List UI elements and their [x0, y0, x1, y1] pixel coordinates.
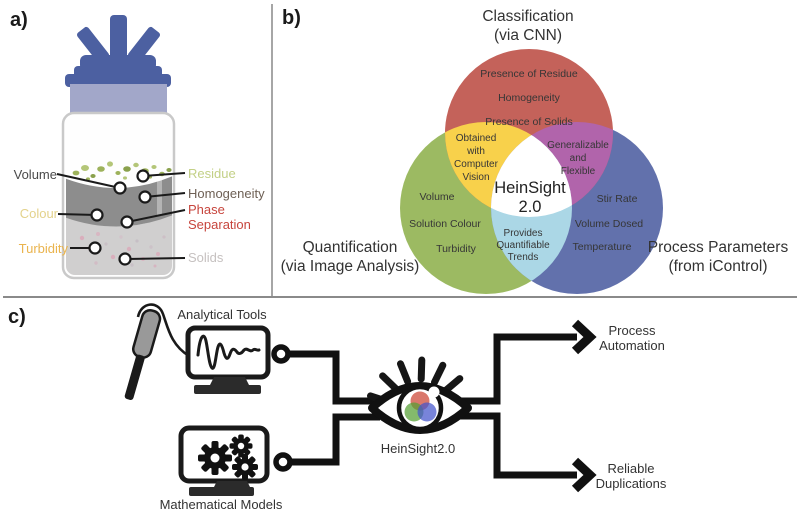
venn-item-volume: Volume	[419, 191, 454, 203]
waveform-icon	[196, 334, 261, 370]
panel-b-venn-diagram: b) Classification (via CNN) Quantificati…	[281, 7, 789, 294]
venn-item-stir-rate: Stir Rate	[597, 193, 638, 205]
label-phase-separation-1: Phase	[188, 202, 225, 217]
venn-title-quantification-1: Quantification	[303, 239, 398, 256]
venn-center-region	[491, 122, 572, 217]
callout-lines	[56, 172, 186, 260]
heinsight-eye-icon	[367, 356, 472, 434]
venn-title-classification-1: Classification	[482, 8, 573, 25]
label-heinsight: HeinSight2.0	[381, 441, 455, 456]
venn-item-temperature: Temperature	[573, 241, 632, 253]
venn-overlap-text-generalizable: Generalizable	[547, 140, 609, 151]
venn-title-quantification-2: (via Image Analysis)	[281, 258, 420, 275]
venn-overlap-text-flexible: Flexible	[561, 166, 596, 177]
venn-item-turbidity: Turbidity	[436, 243, 477, 255]
label-turbidity: Turbidity	[19, 241, 69, 256]
label-mathematical-models: Mathematical Models	[160, 497, 283, 512]
label-volume: Volume	[14, 167, 57, 182]
vial-contents	[66, 161, 172, 275]
label-reliable-duplications-1: Reliable	[608, 461, 655, 476]
label-residue: Residue	[188, 166, 236, 181]
panel-divider-vertical	[271, 4, 273, 297]
models-monitor-icon	[178, 425, 270, 496]
venn-item-volume-dosed: Volume Dosed	[575, 218, 643, 230]
eye-highlight	[428, 386, 440, 398]
label-solids: Solids	[188, 250, 224, 265]
callout-dots	[88, 169, 152, 266]
arrowhead-top-icon	[571, 319, 597, 355]
venn-title-process-2: (from iControl)	[668, 258, 767, 275]
venn-center-text-version: 2.0	[519, 198, 542, 216]
arrowhead-bottom-icon	[571, 457, 597, 493]
venn-item-presence-solids: Presence of Solids	[485, 116, 573, 128]
connector-node-top	[271, 344, 291, 364]
venn-overlap-text-vision: Vision	[462, 172, 489, 183]
venn-overlap-text-obtained: Obtained	[456, 133, 497, 144]
panel-divider-horizontal	[3, 296, 797, 298]
panel-b-letter: b)	[282, 7, 301, 29]
gear-icon-large	[198, 441, 232, 475]
venn-overlap-text-provides: Provides	[504, 228, 543, 239]
venn-overlap-text-trends: Trends	[508, 252, 539, 263]
venn-item-solution-colour: Solution Colour	[409, 218, 481, 230]
label-phase-separation-2: Separation	[188, 217, 251, 232]
rgb-logo-icon	[404, 391, 437, 422]
venn-item-presence-residue: Presence of Residue	[480, 68, 578, 80]
label-colour: Colour	[20, 206, 59, 221]
vial-cap	[65, 55, 171, 115]
label-reliable-duplications-2: Duplications	[596, 476, 667, 491]
venn-overlap-text-with: with	[466, 146, 485, 157]
wire-eye-to-automation	[458, 333, 577, 405]
wire-analytical-to-eye	[288, 350, 380, 405]
venn-overlap-text-and: and	[570, 153, 587, 164]
venn-overlap-text-quantifiable: Quantifiable	[496, 240, 550, 251]
stirrer-impeller-icon	[76, 15, 161, 64]
solid-specks	[79, 232, 166, 268]
label-homogeneity: Homogeneity	[188, 186, 265, 201]
wire-eye-to-duplications	[458, 412, 577, 479]
analytical-monitor-icon	[185, 325, 271, 394]
panel-c-flowchart: c) Analytical Tools	[8, 303, 667, 512]
probe-cable	[136, 303, 190, 358]
wire-models-to-eye	[290, 413, 380, 466]
label-process-automation-1: Process	[609, 323, 656, 338]
panel-a-letter: a)	[10, 9, 28, 31]
gear-icon-small-top	[229, 434, 253, 458]
venn-title-classification-2: (via CNN)	[494, 27, 562, 44]
connector-node-bottom	[273, 452, 293, 472]
venn-item-homogeneity: Homogeneity	[498, 92, 561, 104]
label-analytical-tools: Analytical Tools	[177, 307, 267, 322]
panel-c-letter: c)	[8, 306, 26, 328]
panel-a-vial-diagram: a)	[10, 9, 265, 280]
venn-title-process-1: Process Parameters	[648, 239, 789, 256]
gear-icon-small-bottom	[232, 454, 258, 480]
label-process-automation-2: Automation	[599, 338, 665, 353]
probe-icon	[124, 303, 190, 400]
venn-overlap-text-computer: Computer	[454, 159, 499, 170]
venn-center-text-heinsight: HeinSight	[494, 179, 566, 197]
